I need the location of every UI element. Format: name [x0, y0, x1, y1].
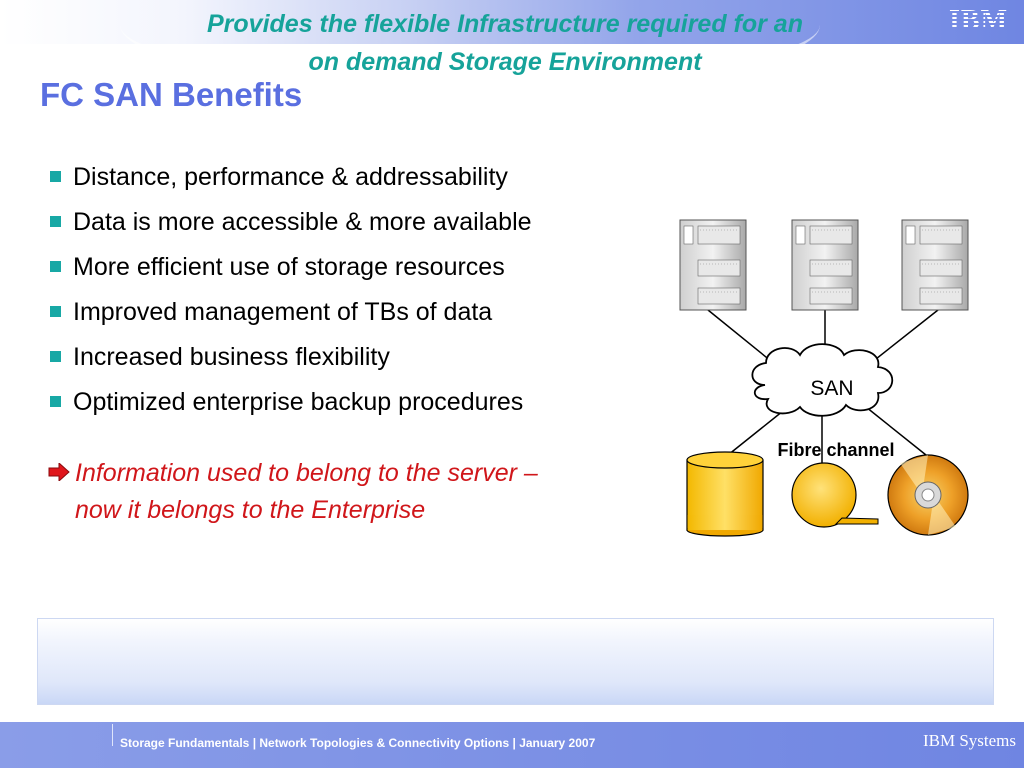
bullet-square-icon [50, 216, 61, 227]
footer-text: Storage Fundamentals | Network Topologie… [120, 736, 596, 750]
bullet-square-icon [50, 171, 61, 182]
san-diagram: SAN Fibre channel [679, 219, 969, 537]
disk-storage-icon [686, 451, 764, 537]
benefit-text: Optimized enterprise backup procedures [73, 388, 524, 416]
benefit-text: Improved management of TBs of data [73, 298, 493, 326]
page-title: FC SAN Benefits [40, 76, 303, 113]
bullet-square-icon [50, 261, 61, 272]
callout-text: Provides the flexible Infrastructure req… [207, 10, 803, 76]
key-message-text: Information used to belong to the server… [75, 459, 538, 524]
benefit-item: Distance, performance & addressability [48, 155, 532, 200]
cloud-icon [751, 343, 894, 417]
server-icon [679, 219, 747, 311]
benefit-item: More efficient use of storage resources [48, 245, 532, 290]
tape-reel-icon [791, 462, 879, 528]
benefit-item: Optimized enterprise backup procedures [48, 380, 532, 425]
callout-box [37, 618, 994, 705]
benefit-text: Data is more accessible & more available [73, 208, 532, 236]
footer-bar: Storage Fundamentals | Network Topologie… [0, 722, 1024, 768]
benefit-text: Increased business flexibility [73, 343, 390, 371]
benefit-list: Distance, performance & addressability D… [48, 155, 532, 425]
san-cloud-label: SAN [810, 377, 853, 400]
red-arrow-icon [48, 463, 70, 481]
bullet-square-icon [50, 396, 61, 407]
benefit-item: Improved management of TBs of data [48, 290, 532, 335]
server-icon [901, 219, 969, 311]
benefit-text: More efficient use of storage resources [73, 253, 505, 281]
server-icon [791, 219, 859, 311]
ibm-logo: IBM [949, 5, 1008, 36]
fibre-channel-label: Fibre channel [777, 440, 894, 460]
top-banner: IBM [0, 0, 1024, 44]
benefit-item: Data is more accessible & more available [48, 200, 532, 245]
footer-divider [112, 724, 113, 746]
bullet-square-icon [50, 351, 61, 362]
benefit-text: Distance, performance & addressability [73, 163, 508, 191]
ibm-systems-logo: IBM Systems [922, 731, 1016, 750]
bullet-square-icon [50, 306, 61, 317]
optical-disc-icon [887, 454, 969, 536]
benefit-item: Increased business flexibility [48, 335, 532, 380]
